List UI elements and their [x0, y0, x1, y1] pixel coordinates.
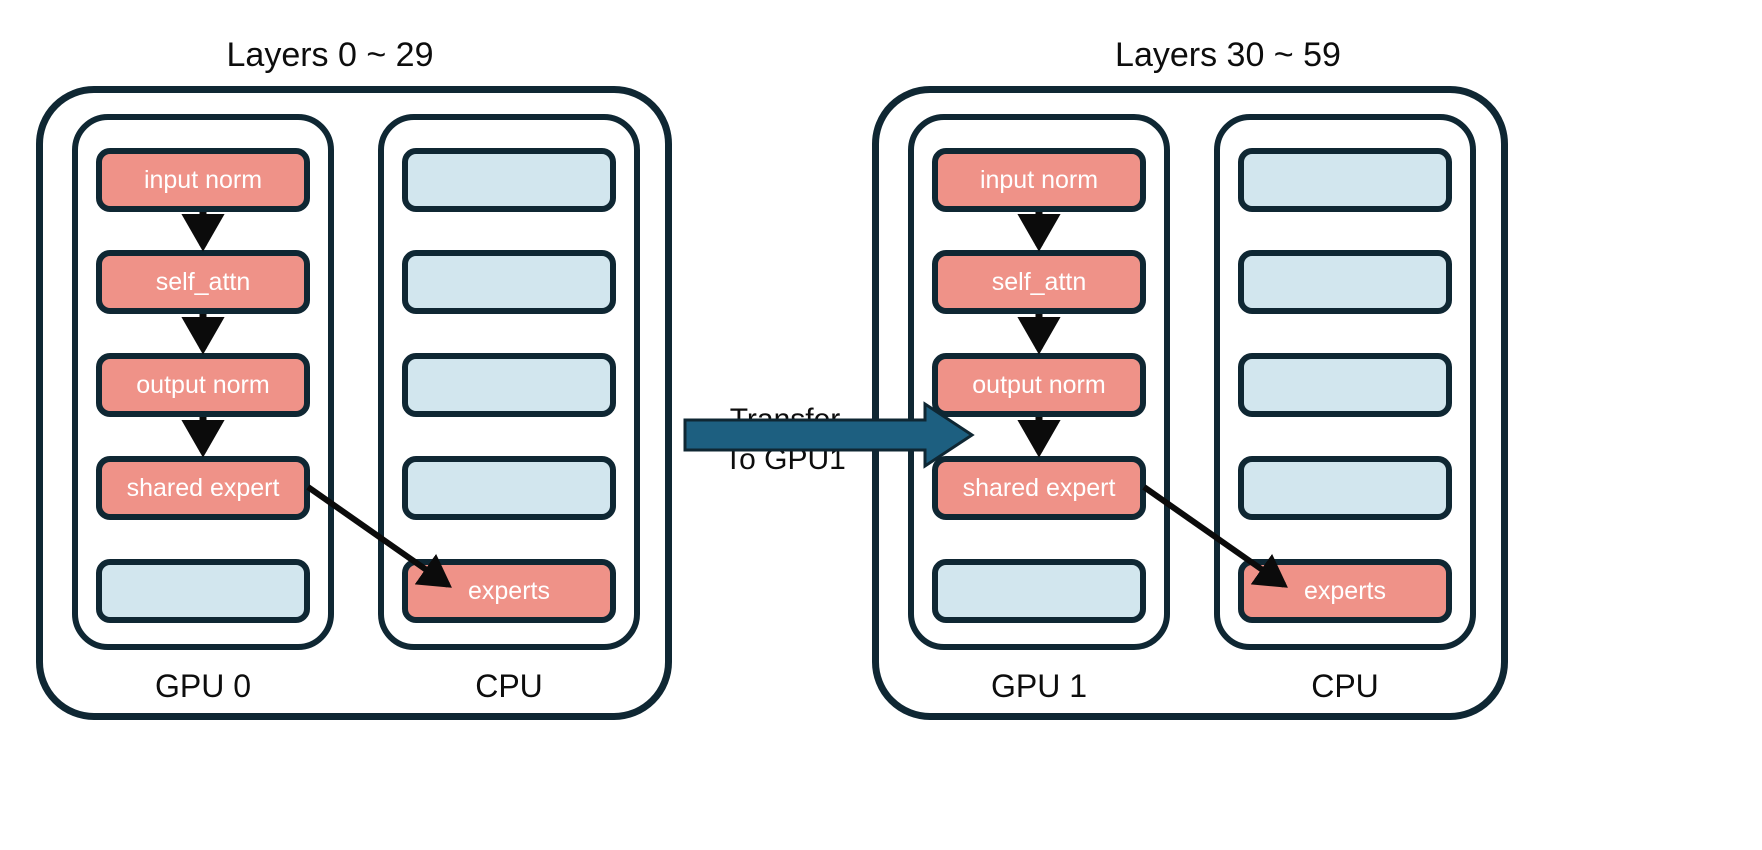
block-label: shared expert	[962, 473, 1116, 502]
block-empty-gpu0[interactable]	[96, 559, 310, 623]
block-cpu0-slot-2[interactable]	[402, 250, 616, 314]
block-label: shared expert	[126, 473, 280, 502]
device-label-gpu0: GPU 0	[154, 668, 252, 704]
transfer-caption-line-2: To GPU1	[724, 443, 846, 476]
block-input-norm-gpu1[interactable]: input norm	[932, 148, 1146, 212]
block-cpu1-slot-4[interactable]	[1238, 456, 1452, 520]
device-label-gpu1: GPU 1	[990, 668, 1088, 704]
block-experts-cpu0[interactable]: experts	[402, 559, 616, 623]
group-title-left: Layers 0 ~ 29	[226, 36, 434, 74]
block-input-norm-gpu0[interactable]: input norm	[96, 148, 310, 212]
block-empty-gpu1[interactable]	[932, 559, 1146, 623]
block-experts-cpu1[interactable]: experts	[1238, 559, 1452, 623]
block-label: input norm	[979, 165, 1099, 194]
block-output-norm-gpu1[interactable]: output norm	[932, 353, 1146, 417]
block-output-norm-gpu0[interactable]: output norm	[96, 353, 310, 417]
block-label: experts	[468, 576, 550, 605]
device-label-cpu-left: CPU	[475, 668, 543, 704]
block-label: self_attn	[155, 267, 251, 296]
block-cpu1-slot-1[interactable]	[1238, 148, 1452, 212]
device-label-cpu-right: CPU	[1311, 668, 1379, 704]
block-self-attn-gpu1[interactable]: self_attn	[932, 250, 1146, 314]
block-label: experts	[1304, 576, 1386, 605]
block-cpu0-slot-1[interactable]	[402, 148, 616, 212]
transfer-caption: Transfer To GPU1	[690, 400, 880, 480]
transfer-caption-line-1: Transfer	[729, 403, 841, 436]
block-self-attn-gpu0[interactable]: self_attn	[96, 250, 310, 314]
block-shared-expert-gpu0[interactable]: shared expert	[96, 456, 310, 520]
block-cpu1-slot-3[interactable]	[1238, 353, 1452, 417]
block-cpu0-slot-3[interactable]	[402, 353, 616, 417]
block-label: output norm	[136, 370, 270, 399]
group-title-right: Layers 30 ~ 59	[1115, 36, 1341, 74]
block-label: input norm	[143, 165, 263, 194]
block-cpu1-slot-2[interactable]	[1238, 250, 1452, 314]
block-shared-expert-gpu1[interactable]: shared expert	[932, 456, 1146, 520]
block-label: output norm	[972, 370, 1106, 399]
block-cpu0-slot-4[interactable]	[402, 456, 616, 520]
block-label: self_attn	[991, 267, 1087, 296]
